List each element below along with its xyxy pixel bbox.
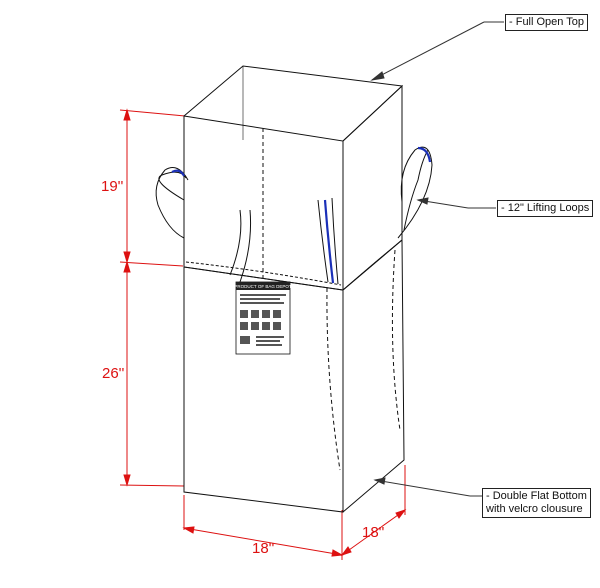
dimension-front-width: 18'' [252,540,275,557]
dimension-side-depth: 18'' [362,524,385,541]
dimension-upper-height: 19'' [101,178,124,195]
lifting-loops [155,146,433,285]
dimension-lower-height: 26'' [102,365,125,382]
loop-stripes [171,146,432,284]
callout-bottom-line1: - Double Flat Bottom [486,490,587,502]
callout-leaders [370,21,504,497]
bag-outline [183,65,405,513]
dashed-seams [185,128,401,471]
callout-full-open-top: - Full Open Top [505,14,589,31]
callout-double-flat-bottom: - Double Flat Bottom with velcro clousur… [482,488,591,518]
callout-bottom-line2: with velcro clousure [486,503,583,515]
dimension-lines [119,108,407,560]
tag-header: PRODUCT OF BAG DEPOT [234,284,291,289]
callout-lifting-loops: - 12" Lifting Loops [497,200,594,217]
product-tag: PRODUCT OF BAG DEPOT [234,281,292,355]
